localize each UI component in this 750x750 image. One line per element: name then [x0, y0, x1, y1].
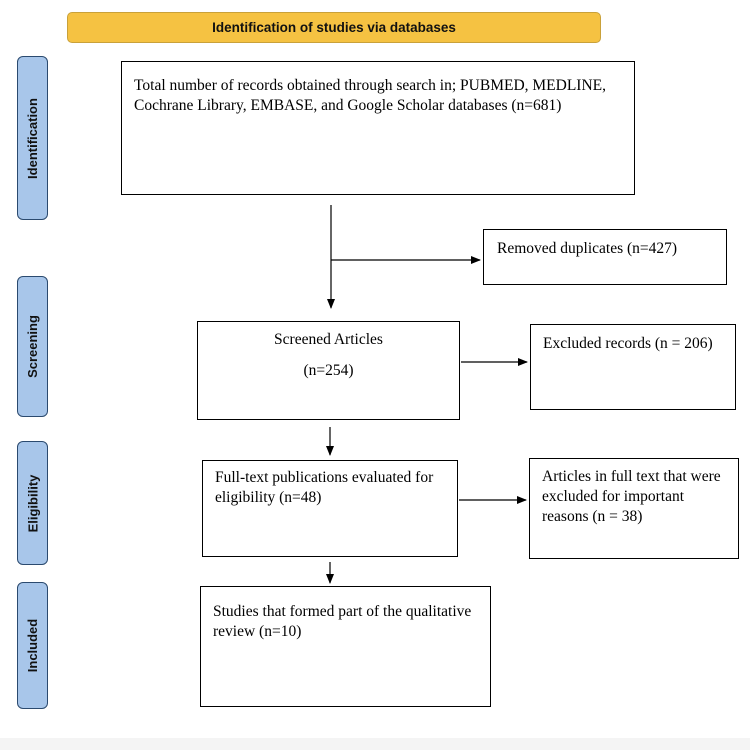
diagram-header: Identification of studies via databases — [67, 12, 601, 43]
phase-screening: Screening — [17, 276, 48, 417]
phase-eligibility: Eligibility — [17, 441, 48, 565]
phase-included: Included — [17, 582, 48, 709]
screened-articles-count: (n=254) — [303, 362, 354, 379]
included-studies-box: Studies that formed part of the qualitat… — [200, 586, 491, 707]
removed-duplicates-text: Removed duplicates (n=427) — [497, 240, 678, 257]
fulltext-evaluated-box: Full-text publications evaluated for eli… — [202, 460, 458, 557]
included-studies-text: Studies that formed part of the qualitat… — [213, 603, 472, 640]
phase-identification: Identification — [17, 56, 48, 220]
records-obtained-text: Total number of records obtained through… — [134, 77, 606, 114]
records-obtained-box: Total number of records obtained through… — [121, 61, 635, 195]
excluded-records-box: Excluded records (n = 206) — [530, 324, 736, 410]
header-title: Identification of studies via databases — [212, 20, 456, 35]
excluded-records-text: Excluded records (n = 206) — [543, 335, 713, 352]
fulltext-evaluated-text: Full-text publications evaluated for eli… — [215, 469, 434, 506]
screened-articles-box: Screened Articles (n=254) — [197, 321, 460, 420]
screened-articles-title: Screened Articles — [274, 331, 383, 348]
fulltext-excluded-text: Articles in full text that were excluded… — [542, 468, 721, 525]
removed-duplicates-box: Removed duplicates (n=427) — [483, 229, 727, 285]
fulltext-excluded-box: Articles in full text that were excluded… — [529, 458, 739, 559]
